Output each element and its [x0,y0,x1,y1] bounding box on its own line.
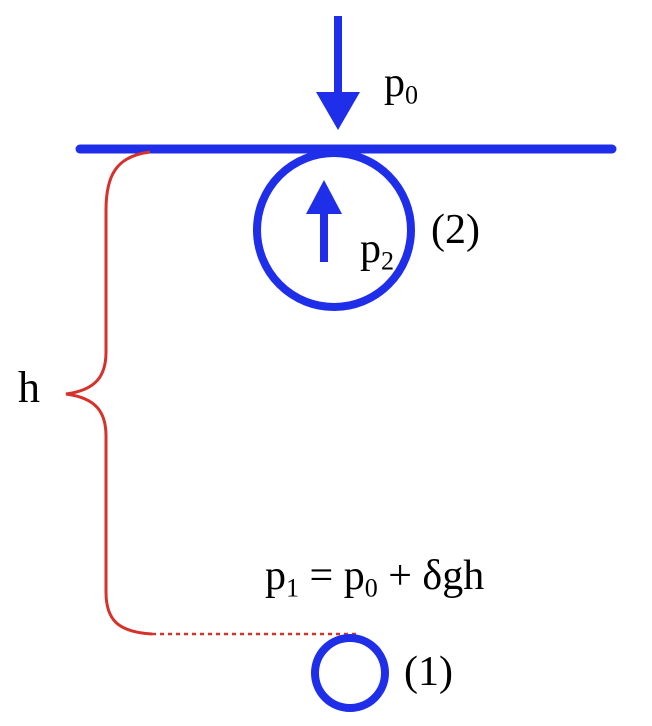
bubble-1-circle [311,634,389,712]
bubble-2-circle [253,149,415,311]
up-arrow-icon [306,180,342,262]
eq-p0-subscript: 0 [364,573,378,603]
pressure-equation: p1 = p0 + δgh [265,553,485,601]
pressure-p2-label: p2 [360,226,394,274]
up-arrow-head [306,180,342,214]
height-brace [65,150,153,636]
p2-subscript: 2 [381,246,395,276]
bubble-1-label: (1) [404,649,453,695]
p2-base: p [360,226,381,272]
down-arrow-icon [316,16,360,130]
eq-p0-base: p [343,553,365,599]
down-arrow-head [316,92,360,130]
eq-rest: + δgh [377,553,485,599]
eq-equals: = [299,553,344,599]
height-label: h [18,363,40,412]
eq-p1-subscript: 1 [286,573,300,603]
bubble-2-label: (2) [431,207,480,253]
p0-subscript: 0 [405,80,419,110]
p0-base: p [384,60,405,106]
eq-p1-base: p [265,553,286,599]
pressure-p0-label: p0 [384,60,418,108]
